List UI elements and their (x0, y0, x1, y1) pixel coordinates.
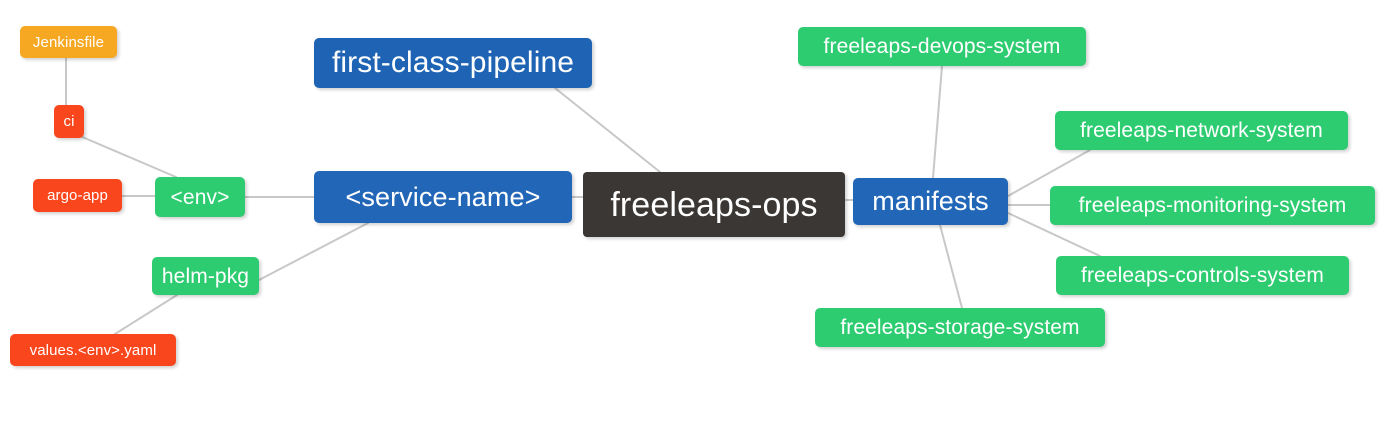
edge-manifests-to-storage-system (939, 224, 963, 309)
node-freeleaps-controls-system[interactable]: freeleaps-controls-system (1056, 256, 1349, 295)
node-label: <env> (170, 185, 230, 209)
node-label: <service-name> (345, 181, 541, 212)
node-env[interactable]: <env> (155, 177, 245, 217)
node-jenkinsfile[interactable]: Jenkinsfile (20, 26, 117, 58)
node-label: values.<env>.yaml (29, 341, 157, 359)
edge-ci-to-env (79, 135, 177, 178)
node-first-class-pipeline[interactable]: first-class-pipeline (314, 38, 592, 88)
node-freeleaps-ops[interactable]: freeleaps-ops (583, 172, 845, 237)
node-label: freeleaps-storage-system (840, 316, 1080, 339)
node-freeleaps-devops-system[interactable]: freeleaps-devops-system (798, 27, 1086, 66)
edge-service-name-to-helm-pkg (258, 222, 369, 281)
node-ci[interactable]: ci (54, 105, 84, 138)
node-label: manifests (872, 186, 989, 216)
node-freeleaps-storage-system[interactable]: freeleaps-storage-system (815, 308, 1105, 347)
node-label: freeleaps-controls-system (1081, 264, 1324, 287)
node-helm-pkg[interactable]: helm-pkg (152, 257, 259, 295)
node-label: freeleaps-monitoring-system (1078, 194, 1347, 217)
node-label: freeleaps-devops-system (823, 35, 1061, 58)
node-label: argo-app (47, 187, 108, 204)
node-label: ci (63, 113, 75, 130)
edge-manifests-to-devops-system (932, 65, 943, 179)
node-label: freeleaps-ops (610, 185, 818, 224)
edge-first-class-pipeline-to-freeleaps-ops (554, 87, 661, 173)
node-values-yaml[interactable]: values.<env>.yaml (10, 334, 176, 366)
edge-helm-pkg-to-values-yaml (114, 294, 178, 335)
node-manifests[interactable]: manifests (853, 178, 1008, 225)
node-label: helm-pkg (161, 264, 250, 288)
node-service-name[interactable]: <service-name> (314, 171, 572, 223)
node-freeleaps-monitoring-system[interactable]: freeleaps-monitoring-system (1050, 186, 1375, 225)
node-label: first-class-pipeline (331, 46, 575, 79)
node-label: freeleaps-network-system (1080, 119, 1323, 142)
node-argo-app[interactable]: argo-app (33, 179, 122, 212)
node-freeleaps-network-system[interactable]: freeleaps-network-system (1055, 111, 1348, 150)
node-label: Jenkinsfile (32, 33, 105, 51)
